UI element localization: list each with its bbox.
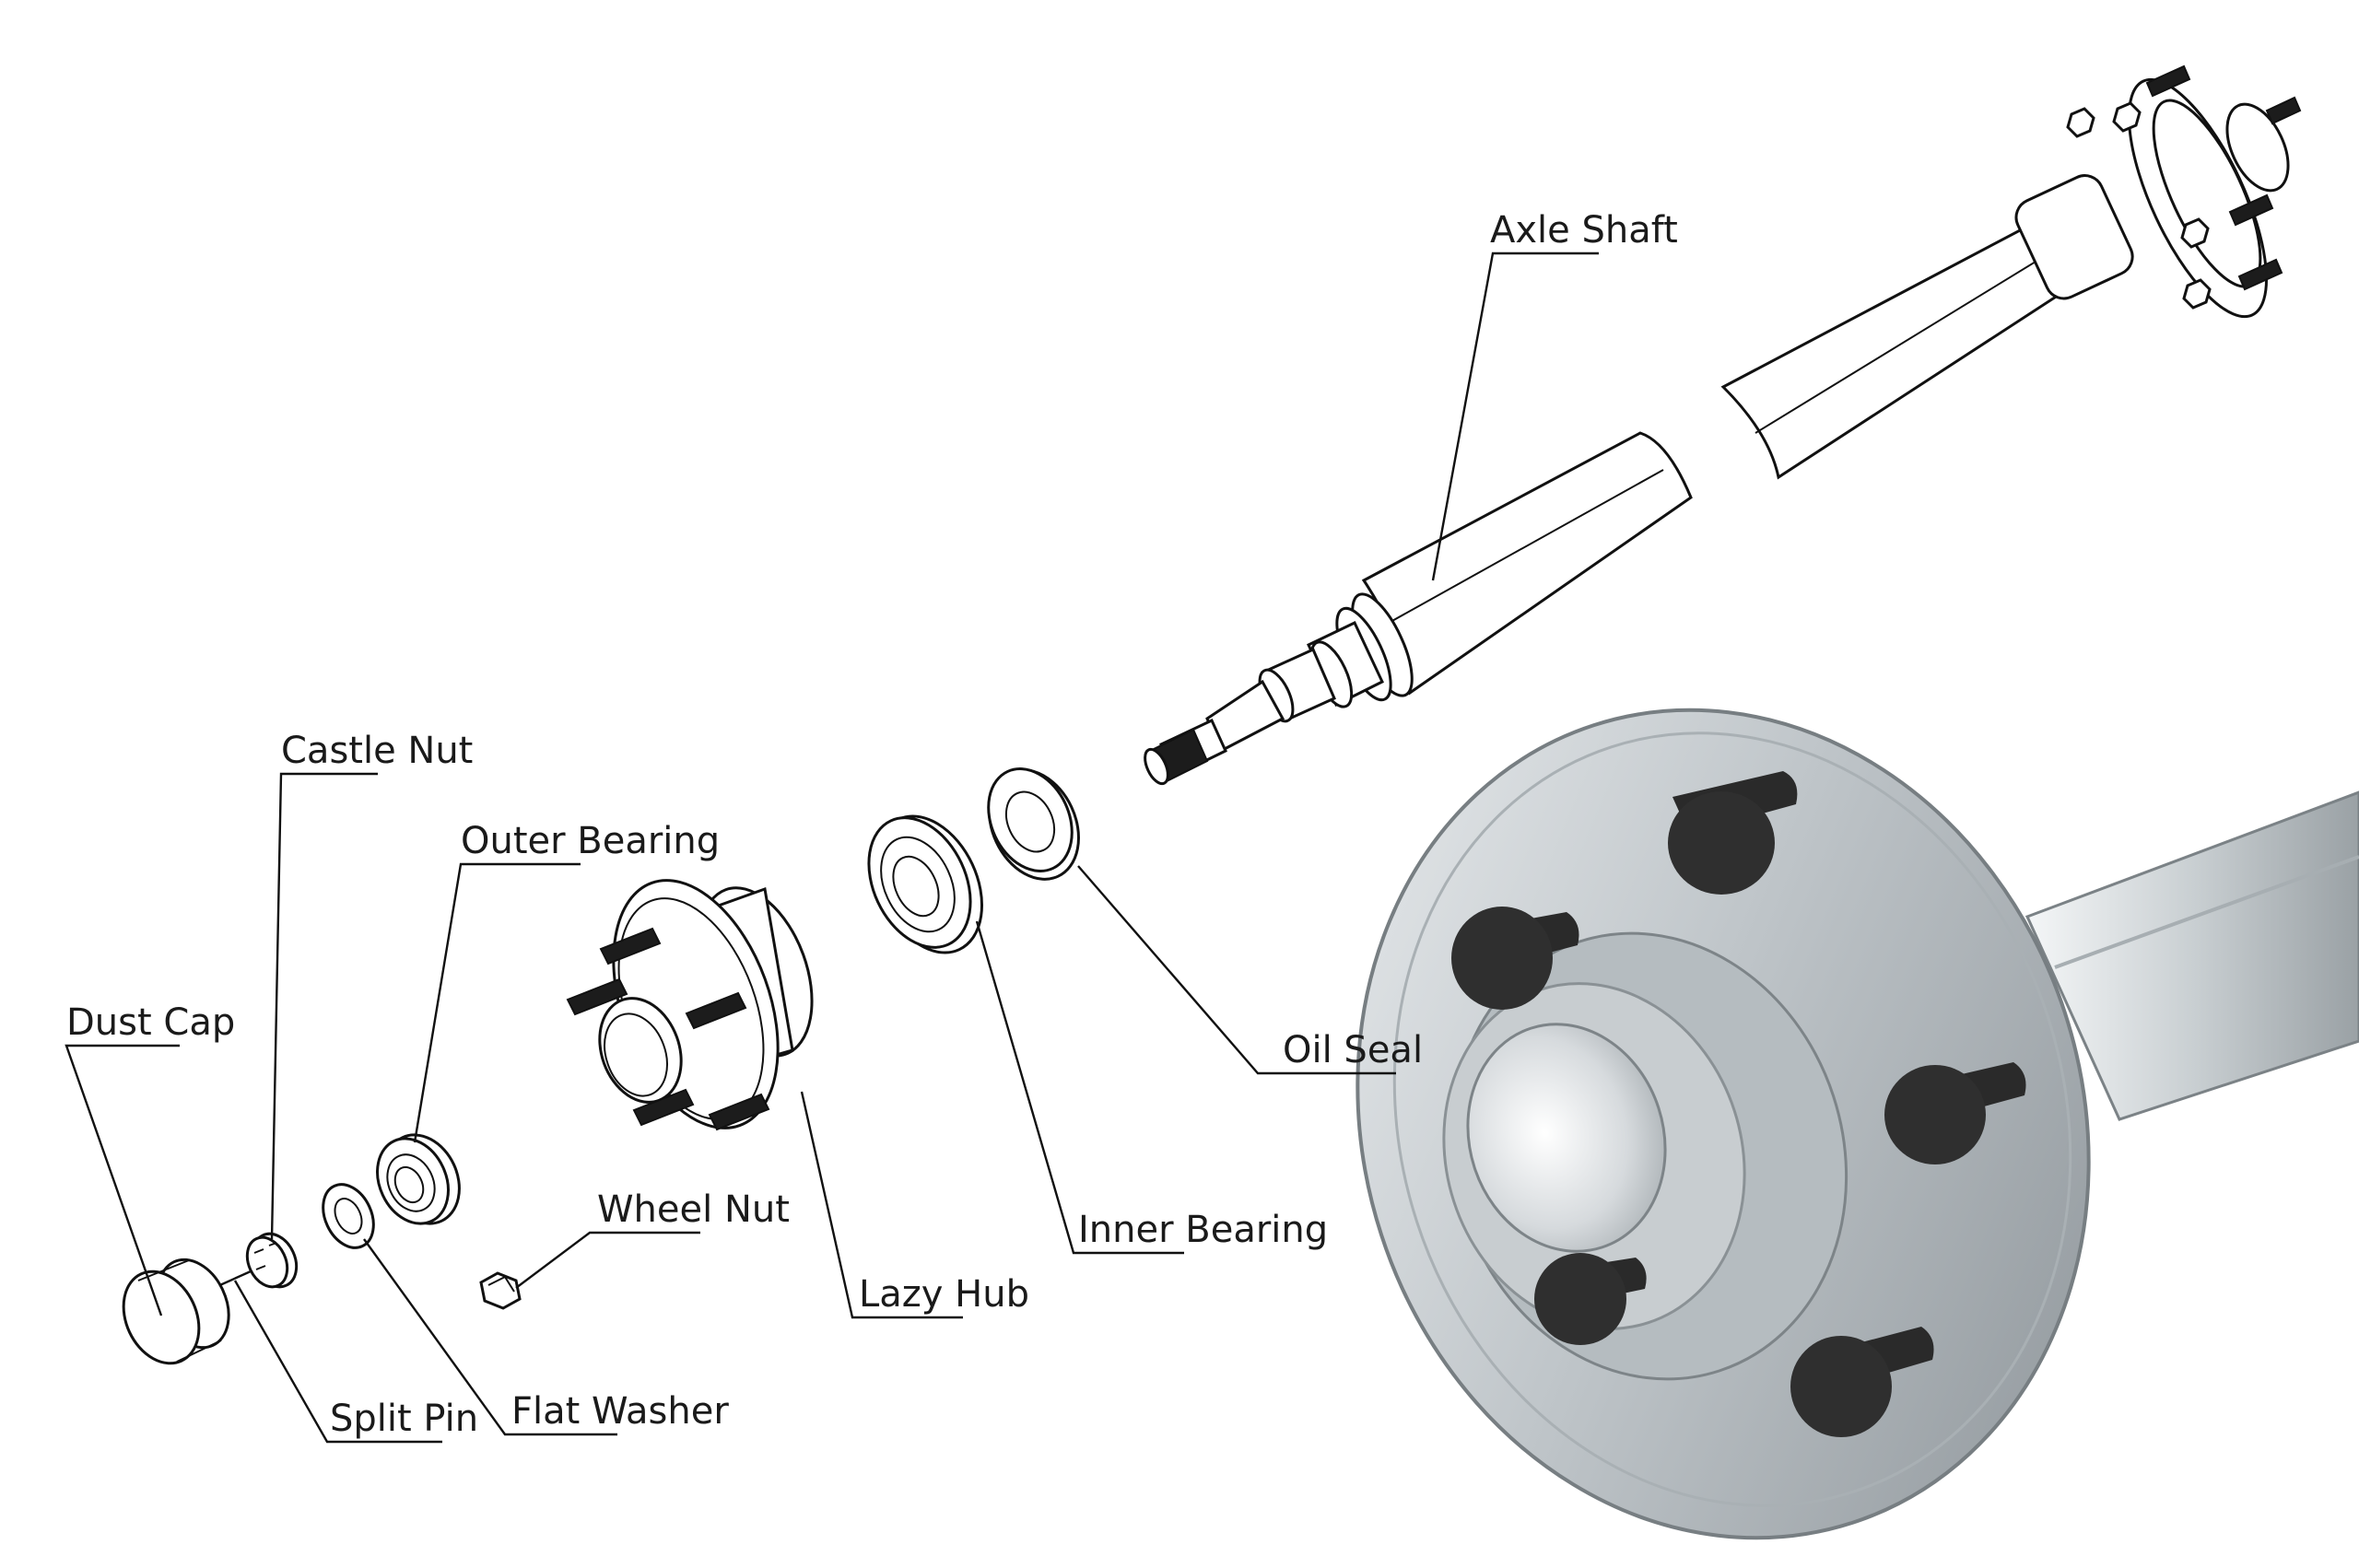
wheel-nut-drawing [479, 1271, 522, 1310]
label-inner-bearing: Inner Bearing [1078, 1209, 1328, 1251]
axle-shaft-drawing [1144, 64, 2302, 786]
label-oil-seal: Oil Seal [1283, 1029, 1423, 1071]
label-dust-cap: Dust Cap [66, 1001, 235, 1044]
label-wheel-nut: Wheel Nut [597, 1188, 790, 1231]
lazy-hub-drawing [566, 879, 814, 1131]
hub-photo [1356, 708, 2359, 1540]
outer-bearing-drawing [376, 1133, 461, 1225]
part-labels: Axle Shaft Castle Nut Outer Bearing Dust… [66, 209, 1678, 1440]
label-outer-bearing: Outer Bearing [461, 820, 720, 862]
inner-bearing-drawing [867, 814, 984, 954]
leader-lines [65, 252, 1599, 1444]
label-flat-washer: Flat Washer [511, 1390, 729, 1433]
label-castle-nut: Castle Nut [281, 730, 473, 772]
oil-seal-drawing [987, 767, 1080, 881]
label-split-pin: Split Pin [330, 1398, 478, 1440]
hub-photo-bolts [1451, 771, 2026, 1437]
label-lazy-hub: Lazy Hub [859, 1273, 1029, 1316]
label-axle-shaft: Axle Shaft [1490, 209, 1678, 252]
dust-cap-drawing [122, 1258, 230, 1365]
castle-nut-drawing [213, 1232, 299, 1290]
flat-washer-drawing [322, 1183, 375, 1249]
